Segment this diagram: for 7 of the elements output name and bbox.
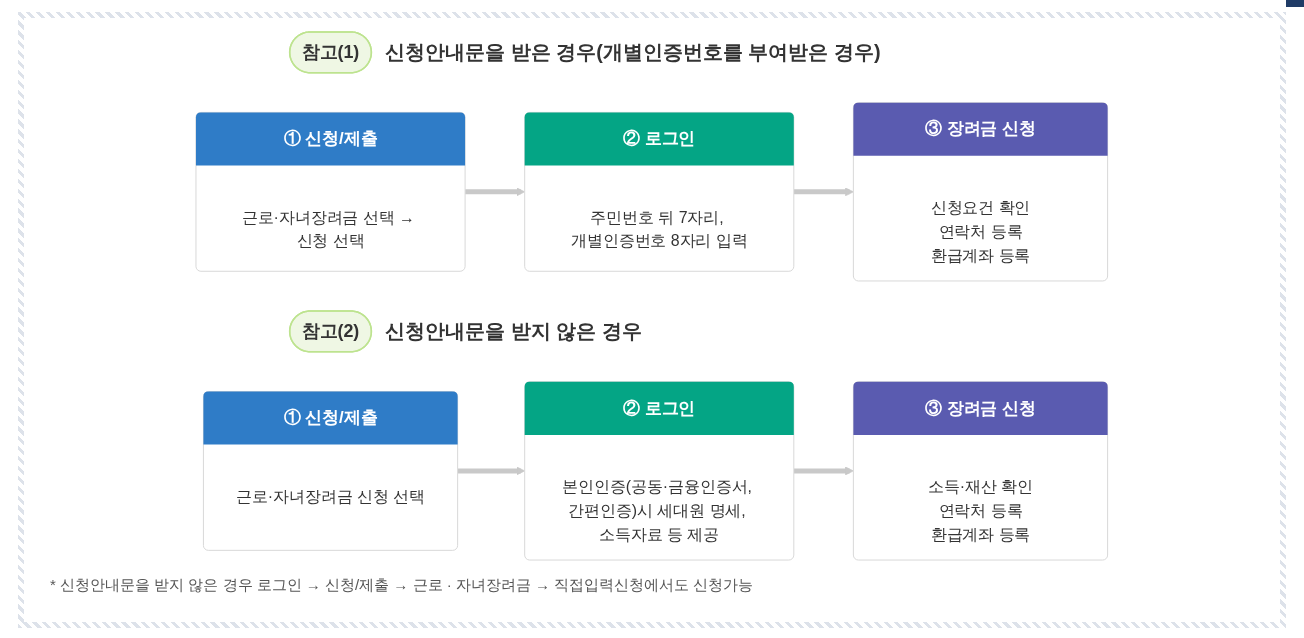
arrow [465, 187, 526, 197]
arrow [457, 466, 526, 476]
arrow [794, 466, 854, 476]
section-heading: 신청안내문을 받지 않은 경우 [385, 320, 642, 343]
arrow [794, 187, 854, 197]
section-heading: 신청안내문을 받은 경우(개별인증번호를 부여받은 경우) [385, 41, 881, 64]
footnote: * 신청안내문을 받지 않은 경우 로그인 → 신청/제출 → 근로 · 자녀장려금 → 직접입력신청에서도 신청가능 [50, 575, 754, 595]
